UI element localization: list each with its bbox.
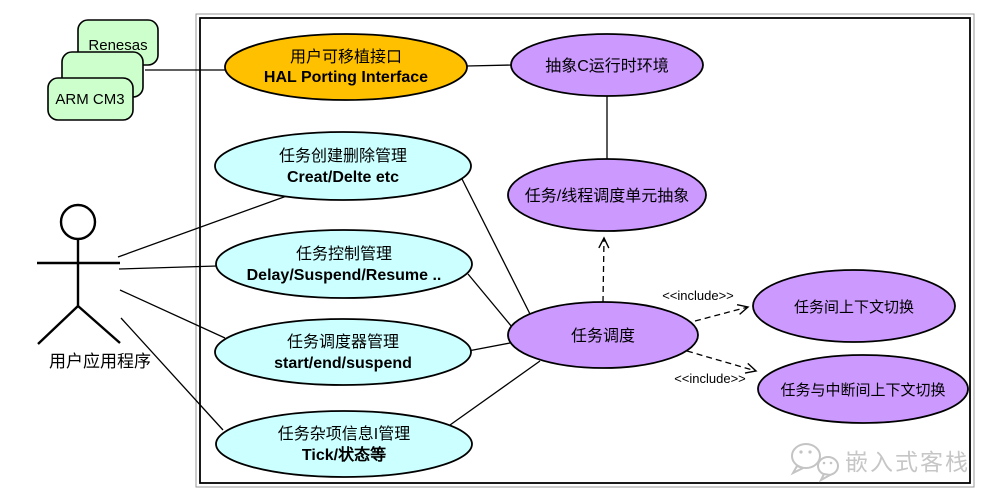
association-actor-control xyxy=(118,265,218,270)
usecase-hal-porting: 用户可移植接口 HAL Porting Interface xyxy=(224,33,513,101)
hal-line2: HAL Porting Interface xyxy=(264,69,428,86)
wechat-icon xyxy=(790,443,839,483)
watermark: 嵌入式客栈 xyxy=(790,443,970,483)
system-boundary-shadow xyxy=(195,13,975,488)
usecase-task-control: 任务控制管理 Delay/Suspend/Resume .. xyxy=(215,229,473,299)
usecase-sched-unit: 任务/线程调度单元抽象 xyxy=(507,158,707,232)
include-arrow-isr-ctx-switch xyxy=(686,350,758,374)
task-create-line2: Creat/Delte etc xyxy=(287,169,399,186)
association-misc-scheduling xyxy=(449,360,541,426)
task-create-ellipse xyxy=(214,131,472,201)
actor-leg-right xyxy=(77,305,121,344)
task-misc-ellipse xyxy=(215,410,473,478)
usecase-task-misc: 任务杂项信息I管理 Tick/状态等 xyxy=(215,410,473,478)
hal-line1: 用户可移植接口 xyxy=(290,48,402,66)
usecase-task-create: 任务创建删除管理 Creat/Delte etc xyxy=(214,131,472,201)
association-create-scheduling xyxy=(461,178,531,315)
task-scheduler-mgmt-ellipse xyxy=(214,318,472,386)
ctx-switch-label: 任务间上下文切换 xyxy=(794,299,914,316)
include-arrow-ctx-switch xyxy=(694,304,750,322)
actor-figure: 用户应用程序 xyxy=(37,203,151,371)
usecase-associations xyxy=(449,96,608,426)
task-create-line1: 任务创建删除管理 xyxy=(279,147,407,165)
ctx-switch-ellipse xyxy=(752,269,956,343)
task-scheduler-mgmt-line1: 任务调度器管理 xyxy=(287,333,399,351)
platform-card-arm-cm3 xyxy=(47,77,134,121)
hal-ellipse xyxy=(224,33,468,101)
actor-head xyxy=(59,203,97,241)
association-control-scheduling xyxy=(467,273,513,328)
task-control-ellipse xyxy=(215,229,473,299)
platform-card-renesas-label: Renesas xyxy=(88,37,147,54)
generalization-arrow-scheduling-schedunit xyxy=(598,236,610,303)
watermark-text: 嵌入式客栈 xyxy=(845,449,970,475)
usecase-task-scheduler-mgmt: 任务调度器管理 start/end/suspend xyxy=(214,318,472,386)
hal-cruntime-connector xyxy=(466,64,513,67)
task-control-line1: 任务控制管理 xyxy=(296,245,392,263)
isr-ctx-switch-label: 任务与中断间上下文切换 xyxy=(780,382,945,399)
dependency-arrows: <<include>> <<include>> xyxy=(598,236,758,386)
usecase-task-scheduling: 任务调度 xyxy=(507,301,699,369)
sched-unit-ellipse xyxy=(507,158,707,232)
task-misc-line1: 任务杂项信息I管理 xyxy=(278,425,410,443)
association-actor-scheduler xyxy=(119,289,226,339)
task-misc-line2: Tick/状态等 xyxy=(302,445,386,464)
c-runtime-label: 抽象C运行时环境 xyxy=(545,56,669,75)
include-label-bottom: <<include>> xyxy=(674,371,746,386)
association-actor-misc xyxy=(120,317,224,431)
platform-stack: Renesas ARM CM3 xyxy=(47,19,227,121)
include-label-top: <<include>> xyxy=(662,288,734,303)
association-actor-create xyxy=(117,192,296,258)
sched-unit-label: 任务/线程调度单元抽象 xyxy=(525,187,689,205)
task-scheduling-ellipse xyxy=(507,301,699,369)
task-scheduler-mgmt-line2: start/end/suspend xyxy=(274,355,412,372)
usecase-ctx-switch: 任务间上下文切换 xyxy=(752,269,956,343)
platform-card-arm-cm3-label: ARM CM3 xyxy=(55,91,124,108)
actor-label: 用户应用程序 xyxy=(49,352,151,371)
association-scheduler-scheduling xyxy=(467,342,511,352)
c-runtime-ellipse xyxy=(510,33,704,97)
task-scheduling-label: 任务调度 xyxy=(571,327,635,345)
isr-ctx-switch-ellipse xyxy=(757,354,969,424)
actor-associations xyxy=(117,192,296,431)
usecase-c-runtime: 抽象C运行时环境 xyxy=(510,33,704,97)
usecase-isr-ctx-switch: 任务与中断间上下文切换 xyxy=(757,354,969,424)
task-control-line2: Delay/Suspend/Resume .. xyxy=(247,267,442,284)
actor-leg-left xyxy=(37,305,79,345)
